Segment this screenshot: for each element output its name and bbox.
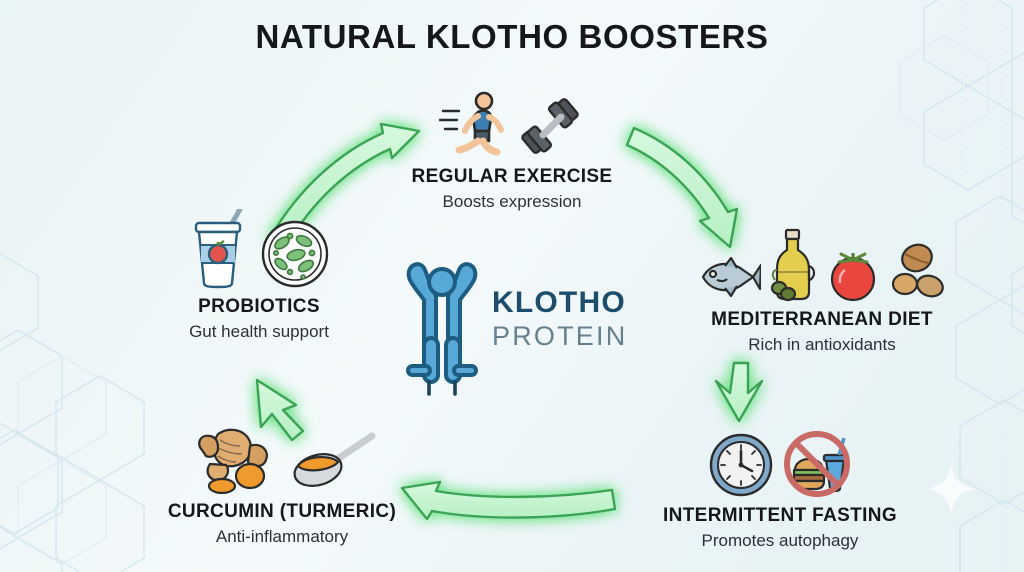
turmeric-root-icon bbox=[198, 428, 268, 494]
fish-icon bbox=[701, 256, 761, 298]
node-icons bbox=[362, 85, 662, 159]
node-label: CURCUMIN (TURMERIC) bbox=[167, 501, 397, 522]
tomato-icon bbox=[830, 252, 876, 302]
no-fast-food-icon bbox=[784, 431, 850, 497]
arrow-mediterranean-to-fasting bbox=[714, 361, 764, 423]
node-icons bbox=[102, 420, 462, 494]
node-label: REGULAR EXERCISE bbox=[411, 166, 613, 187]
logo-subtitle: PROTEIN bbox=[492, 321, 628, 351]
node-label: MEDITERRANEAN DIET bbox=[711, 309, 933, 330]
node-probiotics: PROBIOTICS Gut health support bbox=[98, 209, 420, 342]
spoon-of-powder-icon bbox=[293, 432, 376, 487]
node-icons bbox=[600, 424, 960, 498]
yogurt-cup-icon bbox=[194, 209, 243, 289]
bacteria-petri-dish-icon bbox=[261, 220, 329, 288]
running-person-icon bbox=[439, 91, 504, 156]
klotho-protein-figure-icon bbox=[406, 262, 478, 396]
node-mediterranean-diet: MEDITERRANEAN DIET Rich in antioxidants bbox=[640, 228, 1004, 355]
clock-icon bbox=[709, 433, 773, 497]
node-regular-exercise: REGULAR EXERCISE Boosts expression bbox=[362, 85, 662, 212]
olive-oil-bottle-icon bbox=[770, 228, 816, 302]
dumbbell-icon bbox=[521, 98, 579, 154]
node-sublabel: Boosts expression bbox=[442, 192, 582, 211]
node-label: PROBIOTICS bbox=[198, 296, 320, 317]
node-icons bbox=[640, 228, 1004, 302]
center-logo: KLOTHO PROTEIN bbox=[398, 248, 634, 396]
node-sublabel: Anti-inflammatory bbox=[215, 527, 349, 546]
node-intermittent-fasting: INTERMITTENT FASTING Promotes autophagy bbox=[600, 424, 960, 551]
node-icons bbox=[98, 209, 420, 289]
nuts-icon bbox=[891, 243, 944, 298]
logo-title: KLOTHO bbox=[492, 286, 626, 319]
node-label: INTERMITTENT FASTING bbox=[663, 505, 897, 526]
node-sublabel: Promotes autophagy bbox=[701, 531, 859, 550]
node-sublabel: Gut health support bbox=[189, 322, 329, 341]
node-curcumin-turmeric: CURCUMIN (TURMERIC) Anti-inflammatory bbox=[102, 420, 462, 547]
page-title: NATURAL KLOTHO BOOSTERS bbox=[255, 18, 769, 55]
node-sublabel: Rich in antioxidants bbox=[748, 335, 896, 354]
